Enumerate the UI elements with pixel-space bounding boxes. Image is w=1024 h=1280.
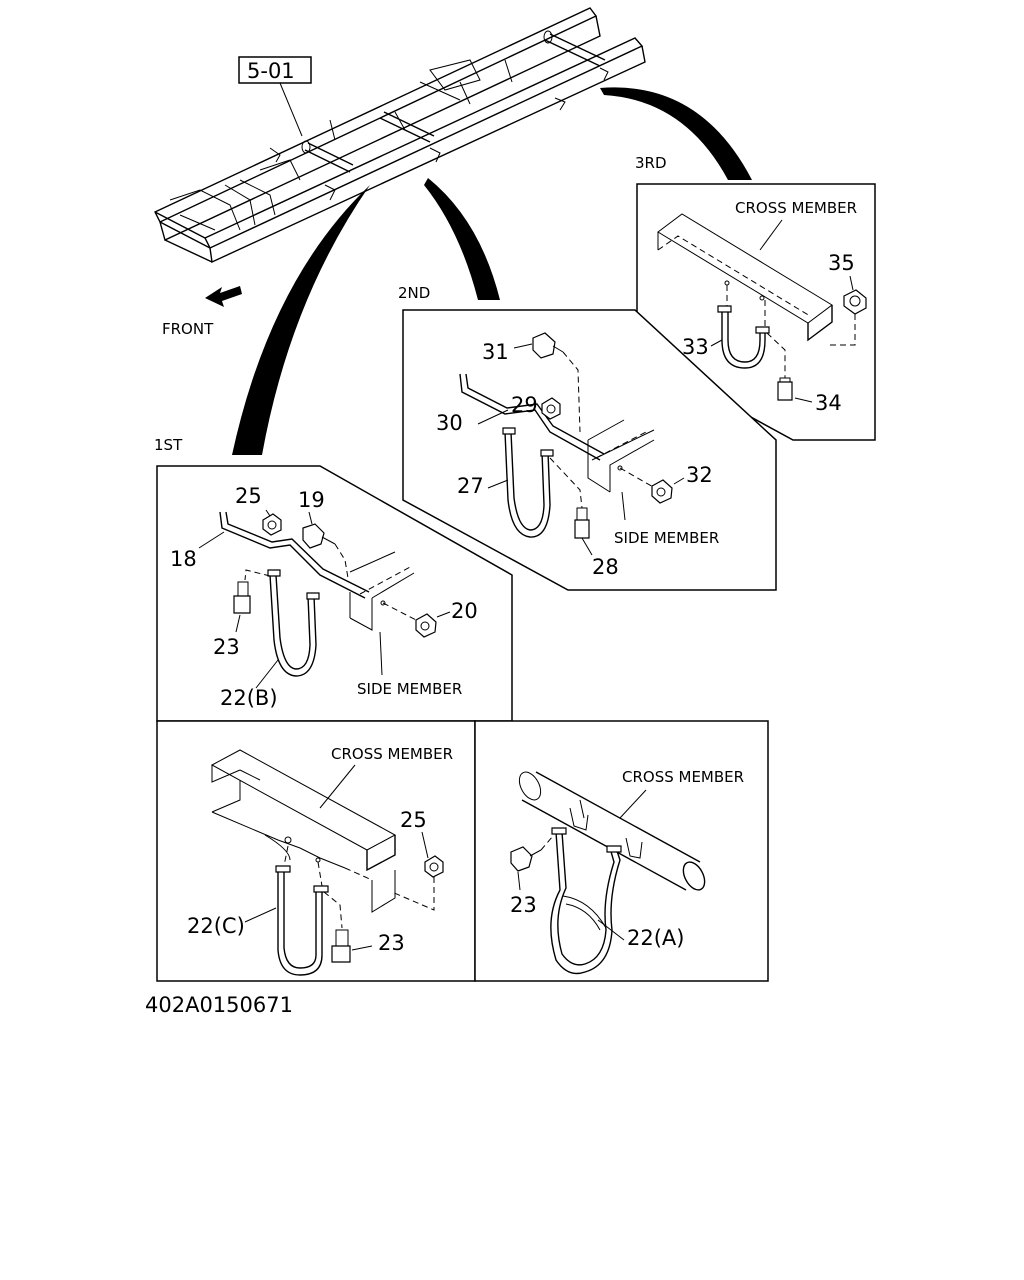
chassis-frame xyxy=(154,7,646,264)
reference-label: 5-01 xyxy=(247,59,295,83)
front-indicator: FRONT xyxy=(162,286,242,338)
section-label-1st: 1ST xyxy=(154,436,183,454)
part-33: 33 xyxy=(682,335,709,359)
part-32: 32 xyxy=(686,463,713,487)
part-22c: 22(C) xyxy=(187,914,245,938)
callout-arcs xyxy=(232,87,752,455)
part-22a: 22(A) xyxy=(627,926,684,950)
cross-member-label-c: CROSS MEMBER xyxy=(331,745,453,763)
front-arrow-icon xyxy=(205,286,242,307)
part-18: 18 xyxy=(170,547,197,571)
part-23: 23 xyxy=(213,635,240,659)
cross-member-label-a: CROSS MEMBER xyxy=(622,768,744,786)
side-member-label-2nd: SIDE MEMBER xyxy=(614,529,719,547)
section-label-2nd: 2ND xyxy=(398,284,430,302)
part-27: 27 xyxy=(457,474,484,498)
part-35: 35 xyxy=(828,251,855,275)
part-20: 20 xyxy=(451,599,478,623)
panel-2nd: 2ND 31 29 30 27 32 28 xyxy=(398,284,777,591)
part-22b: 22(B) xyxy=(220,686,278,710)
figure-number: 402A0150671 xyxy=(145,993,293,1017)
part-23a: 23 xyxy=(510,893,537,917)
part-29: 29 xyxy=(511,393,538,417)
part-30: 30 xyxy=(436,411,463,435)
side-member-label-1st: SIDE MEMBER xyxy=(357,680,462,698)
part-23c: 23 xyxy=(378,931,405,955)
part-25: 25 xyxy=(235,484,262,508)
part-31: 31 xyxy=(482,340,509,364)
reference-box: 5-01 xyxy=(238,56,312,137)
panel-cross-member-a: CROSS MEMBER 23 22(A) xyxy=(474,720,769,982)
section-label-3rd: 3RD xyxy=(635,154,667,172)
panel-1st: 1ST 25 19 18 23 20 22 xyxy=(154,436,513,722)
part-19: 19 xyxy=(298,488,325,512)
front-label: FRONT xyxy=(162,320,214,338)
cross-member-label-3rd: CROSS MEMBER xyxy=(735,199,857,217)
panel-cross-member-c: CROSS MEMBER 25 22(C) 23 xyxy=(156,720,476,982)
part-34: 34 xyxy=(815,391,842,415)
part-28: 28 xyxy=(592,555,619,579)
part-25c: 25 xyxy=(400,808,427,832)
